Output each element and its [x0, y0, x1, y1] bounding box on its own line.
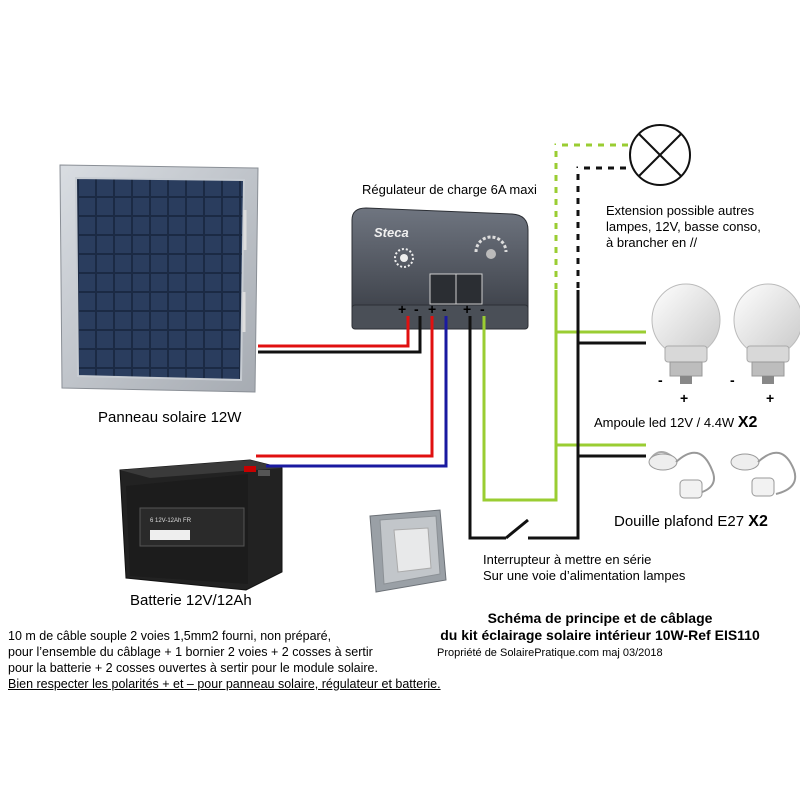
notes: 10 m de câble souple 2 voies 1,5mm2 four…	[8, 628, 441, 692]
notes-line-3: pour la batterie + 2 cosses ouvertes à s…	[8, 661, 378, 675]
led-bulb-icon	[651, 283, 721, 384]
extension-label-line-1: Extension possible autres	[606, 203, 755, 218]
panel-label: Panneau solaire 12W	[98, 409, 242, 426]
bulb-label: Ampoule led 12V / 4.4W X2	[594, 415, 757, 431]
terminal-sign: +	[398, 301, 407, 317]
battery-wires	[256, 316, 448, 468]
lamp-symbol-icon	[629, 124, 691, 186]
bulb-count: X2	[737, 414, 758, 431]
panel-wires	[258, 316, 422, 354]
notes-warning: Bien respecter les polarités + et – pour…	[8, 677, 441, 691]
terminal-sign: +	[463, 301, 472, 317]
title-line-2: du kit éclairage solaire intérieur 10W-R…	[440, 627, 760, 643]
charge-regulator: Steca	[351, 207, 529, 330]
diagram-title: Schéma de principe et de câblage du kit …	[410, 610, 790, 644]
battery: 6 12V-12Ah FR	[119, 459, 283, 591]
bulb-sign: +	[766, 390, 775, 406]
extension-label-line-2: lampes, 12V, basse conso,	[606, 219, 761, 234]
bulb-sign: +	[680, 390, 689, 406]
socket-count: X2	[748, 513, 768, 530]
lamp-wires	[468, 143, 646, 540]
battery-model: 6 12V-12Ah FR	[150, 518, 192, 524]
title-line-1: Schéma de principe et de câblage	[487, 610, 713, 626]
terminal-sign: -	[414, 301, 419, 317]
switch-label-line-2: Sur une voie d’alimentation lampes	[483, 568, 686, 583]
socket-label: Douille plafond E27 X2	[614, 514, 768, 530]
regulator-label: Régulateur de charge 6A maxi	[362, 182, 537, 197]
terminal-sign: -	[480, 301, 485, 317]
e27-socket-icon	[730, 451, 797, 497]
notes-line-1: 10 m de câble souple 2 voies 1,5mm2 four…	[8, 629, 332, 643]
e27-socket-icon	[648, 451, 715, 499]
battery-label: Batterie 12V/12Ah	[130, 592, 252, 609]
led-bulb-icon	[733, 283, 800, 384]
regulator-brand: Steca	[374, 225, 409, 240]
solar-panel	[59, 164, 259, 393]
bulb-sign: -	[658, 372, 663, 388]
terminal-sign: -	[442, 301, 447, 317]
credit: Propriété de SolairePratique.com maj 03/…	[437, 647, 663, 659]
wall-switch	[369, 509, 447, 593]
terminal-sign: +	[428, 301, 437, 317]
bulb-sign: -	[730, 372, 735, 388]
notes-line-2: pour l’ensemble du câblage + 1 bornier 2…	[8, 645, 373, 659]
switch-label-line-1: Interrupteur à mettre en série	[483, 552, 652, 567]
extension-label-line-3: à brancher en //	[606, 235, 698, 250]
bulb-label-text: Ampoule led 12V / 4.4W	[594, 415, 735, 430]
socket-label-text: Douille plafond E27	[614, 513, 745, 530]
